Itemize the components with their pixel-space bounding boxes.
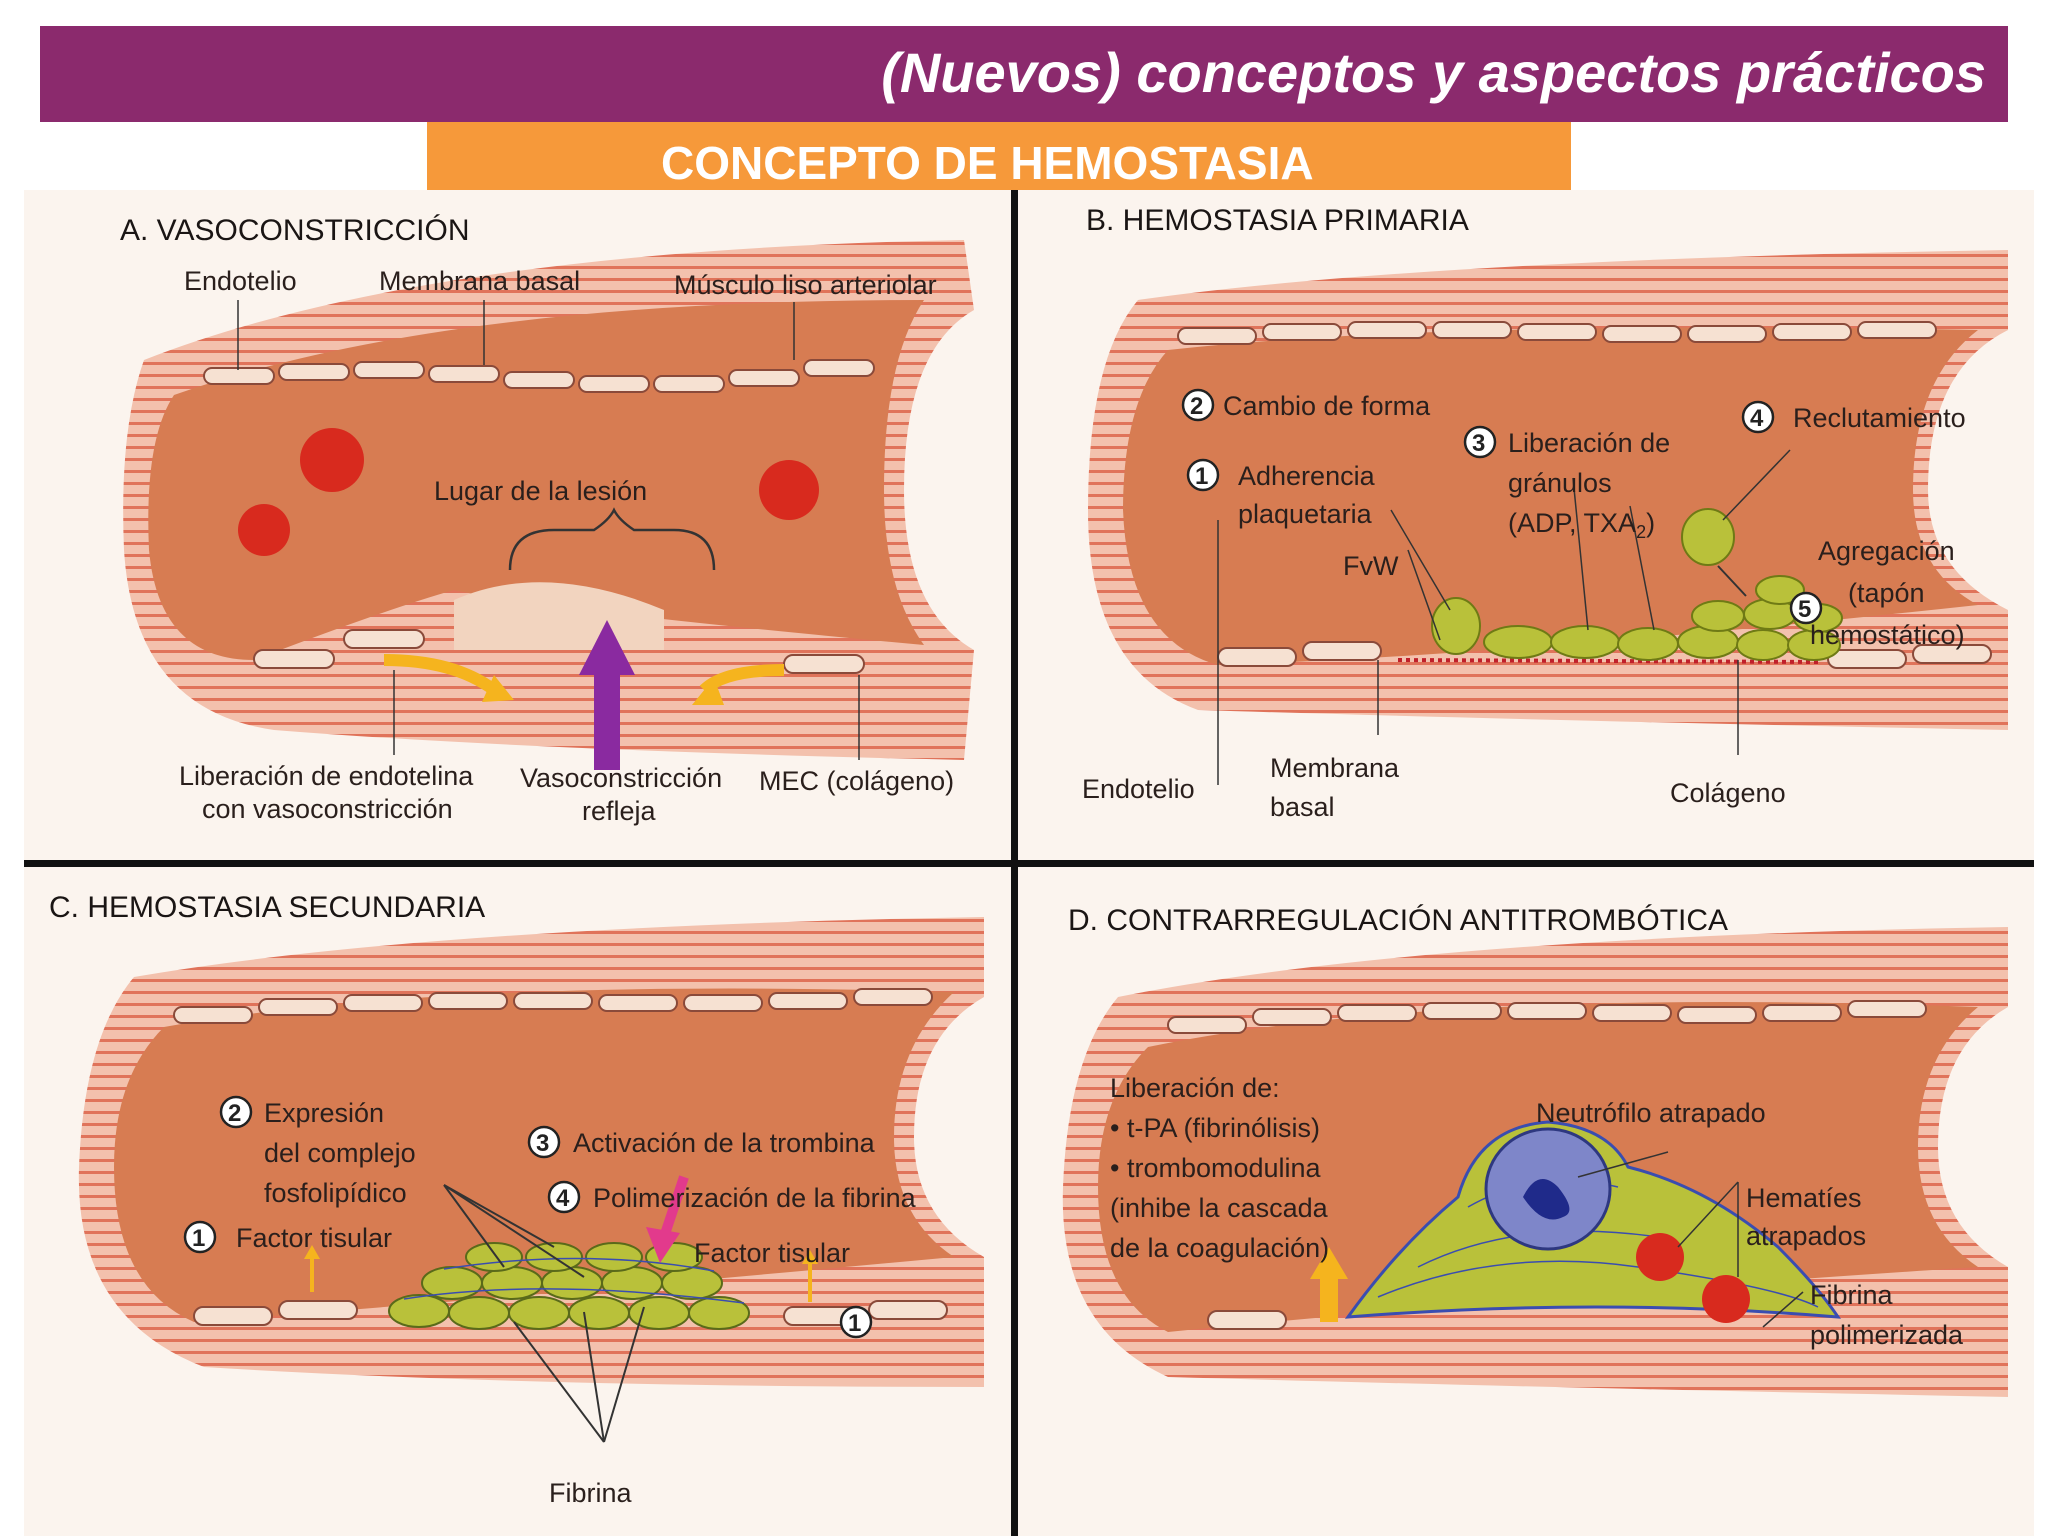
step-2-badge xyxy=(1181,388,1215,422)
step-3-badge xyxy=(527,1125,561,1159)
label-endotelina-1: Liberación de endotelina xyxy=(179,761,474,791)
label-fibrina-1: Fibrina xyxy=(1810,1280,1894,1310)
panel-b-title: B. HEMOSTASIA PRIMARIA xyxy=(1086,204,1469,237)
header-title: (Nuevos) conceptos y aspectos prácticos xyxy=(881,41,1986,104)
thrombin-arrow xyxy=(659,1175,689,1239)
label-membrana-2: basal xyxy=(1270,792,1335,822)
step-3-label-a: Liberación de xyxy=(1508,428,1670,458)
step-1-badge xyxy=(1186,458,1220,492)
label-hematies-2: atrapados xyxy=(1746,1221,1866,1251)
label-liberacion: Liberación de: xyxy=(1110,1073,1280,1103)
label-inhibe-2: de la coagulación) xyxy=(1110,1233,1329,1263)
label-endotelina-2: con vasoconstricción xyxy=(202,794,453,824)
step-4-number: 4 xyxy=(556,1185,570,1212)
step-1-label-a: Adherencia xyxy=(1238,461,1376,491)
panel-c-drawing: C. HEMOSTASIA SECUNDARIA 2 Expresión del… xyxy=(49,891,984,1508)
panel-primary-hemostasis: B. HEMOSTASIA PRIMARIA 2 Cambio de forma… xyxy=(1018,190,2034,860)
step-2-label: Cambio de forma xyxy=(1223,391,1431,421)
release-arrow xyxy=(1320,1277,1338,1322)
trapped-red-cell xyxy=(1702,1275,1750,1323)
label-colageno: Colágeno xyxy=(1670,778,1786,808)
step-4-number: 4 xyxy=(1750,405,1764,432)
red-blood-cell xyxy=(759,460,819,520)
step-2-label-a: Expresión xyxy=(264,1098,384,1128)
subheader-title: CONCEPTO DE HEMOSTASIA xyxy=(661,137,1314,189)
tissue-factor-label-right: Factor tisular xyxy=(694,1238,850,1268)
panel-d-title: D. CONTRARREGULACIÓN ANTITROMBÓTICA xyxy=(1068,904,1728,937)
step-1-number: 1 xyxy=(1195,463,1208,490)
panel-vasoconstriction: A. VASOCONSTRICCIÓN Endotelio Membrana b… xyxy=(24,190,1011,860)
step-3-label-b: gránulos xyxy=(1508,468,1612,498)
vessel-lumen xyxy=(148,300,924,660)
step-3-badge xyxy=(1463,425,1497,459)
reflex-vasoconstriction-arrow xyxy=(594,670,620,770)
step-1b-badge xyxy=(839,1305,873,1339)
step-1-number: 1 xyxy=(192,1225,205,1252)
step-5-label-a: Agregación xyxy=(1818,536,1955,566)
label-membrana-1: Membrana xyxy=(1270,753,1400,783)
panel-d-drawing: D. CONTRARREGULACIÓN ANTITROMBÓTICA Libe… xyxy=(1062,904,2008,1397)
endothelin-arrow xyxy=(383,654,498,695)
label-fvw: FvW xyxy=(1343,551,1399,581)
red-blood-cell xyxy=(300,428,364,492)
step-3-label: Activación de la trombina xyxy=(573,1128,876,1158)
step-1-badge xyxy=(183,1220,217,1254)
step-3-number: 3 xyxy=(536,1130,549,1157)
label-hematies-1: Hematíes xyxy=(1746,1183,1862,1213)
step-3-number: 3 xyxy=(1472,430,1485,457)
step-1-label: Factor tisular xyxy=(236,1223,392,1253)
step-5-badge xyxy=(1789,591,1823,625)
label-inhibe-1: (inhibe la cascada xyxy=(1110,1193,1329,1223)
vessel-lumen xyxy=(114,988,954,1322)
header-bar: (Nuevos) conceptos y aspectos prácticos xyxy=(40,26,2008,122)
step-1-label-b: plaquetaria xyxy=(1238,499,1373,529)
label-mec: MEC (colágeno) xyxy=(759,766,954,796)
step-3-label-c: (ADP, TXA2) xyxy=(1508,508,1655,542)
label-vaso-1: Vasoconstricción xyxy=(520,763,722,793)
step-2-number: 2 xyxy=(1190,393,1203,420)
trapped-red-cell xyxy=(1636,1233,1684,1281)
label-vaso-2: refleja xyxy=(582,796,657,826)
platelet-plug xyxy=(1431,508,1843,661)
panel-antithrombotic-counterregulation: D. CONTRARREGULACIÓN ANTITROMBÓTICA Libe… xyxy=(1018,867,2034,1536)
step-5-label-c: hemostático) xyxy=(1810,620,1965,650)
step-5-label-b: (tapón xyxy=(1848,578,1925,608)
recruitment-arrow xyxy=(1717,565,1747,597)
label-tpa: • t-PA (fibrinólisis) xyxy=(1110,1113,1320,1143)
label-endotelio: Endotelio xyxy=(184,266,297,296)
step-4-label: Reclutamiento xyxy=(1793,403,1966,433)
step-4-label: Polimerización de la fibrina xyxy=(593,1183,917,1213)
platelet-clot xyxy=(388,1242,750,1330)
label-fibrina-2: polimerizada xyxy=(1810,1320,1964,1350)
label-fibrina: Fibrina xyxy=(549,1478,633,1508)
step-4-badge xyxy=(547,1180,581,1214)
label-musculo: Músculo liso arteriolar xyxy=(674,270,937,300)
label-membrana-basal: Membrana basal xyxy=(379,266,580,296)
panel-c-title: C. HEMOSTASIA SECUNDARIA xyxy=(49,891,485,924)
step-2-badge xyxy=(219,1095,253,1129)
panel-a-drawing: A. VASOCONSTRICCIÓN Endotelio Membrana b… xyxy=(120,214,974,826)
panel-a-title: A. VASOCONSTRICCIÓN xyxy=(120,214,469,247)
panel-divider-horizontal xyxy=(24,860,2034,867)
red-blood-cell xyxy=(238,504,290,556)
step-4-badge xyxy=(1741,400,1775,434)
step-5-number: 5 xyxy=(1798,596,1811,623)
step-2-number: 2 xyxy=(228,1100,241,1127)
step-2-label-c: fosfolipídico xyxy=(264,1178,407,1208)
label-trombomodulina: • trombomodulina xyxy=(1110,1153,1322,1183)
panel-b-drawing: B. HEMOSTASIA PRIMARIA 2 Cambio de forma… xyxy=(1082,204,2008,822)
step-1b-number: 1 xyxy=(848,1310,861,1337)
panel-secondary-hemostasis: C. HEMOSTASIA SECUNDARIA 2 Expresión del… xyxy=(24,867,1011,1536)
subheader-bar: CONCEPTO DE HEMOSTASIA xyxy=(427,122,1571,202)
label-endotelio: Endotelio xyxy=(1082,774,1195,804)
label-lesion: Lugar de la lesión xyxy=(434,476,647,506)
label-neutrofilo: Neutrófilo atrapado xyxy=(1536,1098,1766,1128)
step-2-label-b: del complejo xyxy=(264,1138,416,1168)
